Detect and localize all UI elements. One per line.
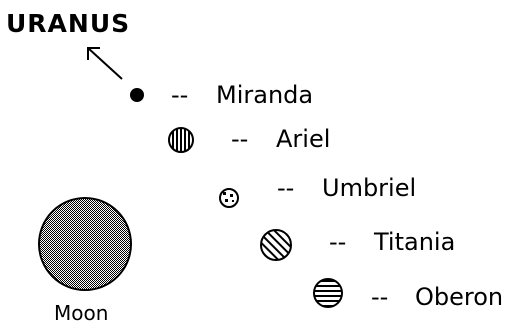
titania-dashes: -- xyxy=(329,228,346,256)
oberon-label: Oberon xyxy=(415,283,503,311)
ariel-dashes: -- xyxy=(231,125,248,153)
umbriel-dashes: -- xyxy=(277,174,294,202)
moon-ariel: -- Ariel xyxy=(168,125,330,153)
moon-disc xyxy=(38,197,132,291)
arrow-to-uranus-icon xyxy=(87,47,123,80)
miranda-dashes: -- xyxy=(171,81,188,109)
miranda-disc xyxy=(130,88,144,102)
moon-titania: -- Titania xyxy=(260,228,455,261)
diagram-title: URANUS xyxy=(6,9,130,38)
moon-label: Moon xyxy=(54,301,108,325)
ariel-label: Ariel xyxy=(276,125,330,153)
umbriel-label: Umbriel xyxy=(322,174,416,202)
umbriel-disc xyxy=(219,188,239,208)
moon-umbriel: -- Umbriel xyxy=(219,174,416,208)
ariel-disc xyxy=(168,127,194,153)
moon-oberon: -- Oberon xyxy=(313,278,503,311)
moon-miranda: -- Miranda xyxy=(130,81,313,109)
oberon-dashes: -- xyxy=(371,283,388,311)
titania-label: Titania xyxy=(373,228,455,256)
miranda-label: Miranda xyxy=(216,81,313,109)
oberon-disc xyxy=(313,278,343,308)
reference-moon: Moon xyxy=(38,197,132,325)
titania-disc xyxy=(260,229,292,261)
